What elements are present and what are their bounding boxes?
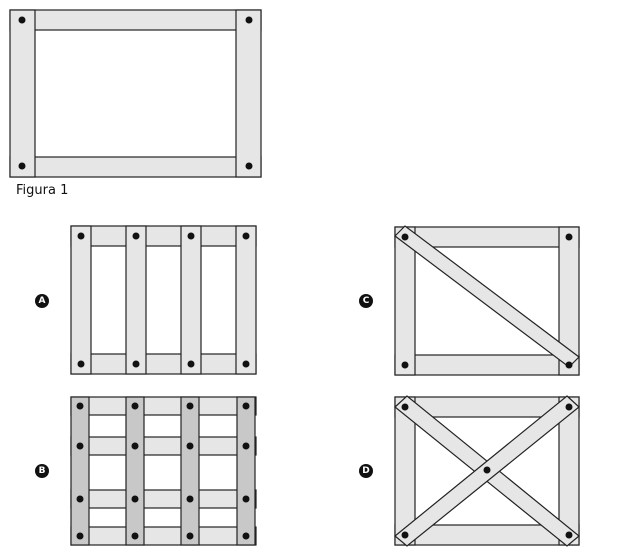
beam — [9, 9, 262, 31]
nail — [401, 233, 409, 241]
nail — [483, 466, 491, 474]
nail — [242, 360, 250, 368]
diagonal-beam — [394, 225, 580, 368]
nail — [187, 360, 195, 368]
option-b-frame — [70, 396, 257, 546]
nail — [76, 442, 84, 450]
beam-vertical — [125, 396, 145, 546]
nail — [132, 360, 140, 368]
figure-1-frame — [9, 9, 262, 178]
nail — [77, 232, 85, 240]
nail — [242, 232, 250, 240]
nail — [565, 403, 573, 411]
nail — [76, 495, 84, 503]
beam — [235, 9, 262, 178]
nail — [186, 442, 194, 450]
beam — [9, 156, 262, 178]
nail — [242, 532, 250, 540]
beam — [70, 396, 257, 416]
option-c-badge: C — [359, 294, 373, 308]
nail — [131, 442, 139, 450]
nail — [242, 402, 250, 410]
beam — [235, 225, 257, 375]
beam — [394, 354, 580, 376]
nail — [245, 16, 253, 24]
beam — [180, 225, 202, 375]
beam-vertical — [236, 396, 256, 546]
option-d-badge: D — [359, 464, 373, 478]
nail — [401, 531, 409, 539]
nail — [242, 442, 250, 450]
nail — [401, 361, 409, 369]
nail — [131, 532, 139, 540]
nail — [565, 233, 573, 241]
beam — [70, 489, 257, 509]
nail — [131, 495, 139, 503]
nail — [18, 162, 26, 170]
beam — [70, 436, 257, 456]
beam — [125, 225, 147, 375]
nail — [77, 360, 85, 368]
beam-vertical — [70, 396, 90, 546]
beam — [9, 9, 36, 178]
nail — [131, 402, 139, 410]
nail — [18, 16, 26, 24]
nail — [565, 361, 573, 369]
nail — [132, 232, 140, 240]
figure-caption: Figura 1 — [16, 183, 69, 198]
nail — [76, 402, 84, 410]
beam-vertical — [180, 396, 200, 546]
option-a-frame — [70, 225, 257, 375]
nail — [186, 495, 194, 503]
nail — [187, 232, 195, 240]
nail — [401, 403, 409, 411]
beam — [558, 226, 580, 376]
option-c-frame — [394, 225, 580, 376]
nail — [76, 532, 84, 540]
nail — [245, 162, 253, 170]
nail — [186, 402, 194, 410]
beam — [70, 353, 257, 375]
nail — [242, 495, 250, 503]
beam — [70, 526, 257, 546]
option-d-frame — [394, 395, 580, 547]
option-b-badge: B — [35, 464, 49, 478]
option-a-badge: A — [35, 294, 49, 308]
nail — [565, 531, 573, 539]
beam — [70, 225, 257, 247]
nail — [186, 532, 194, 540]
beam — [70, 225, 92, 375]
